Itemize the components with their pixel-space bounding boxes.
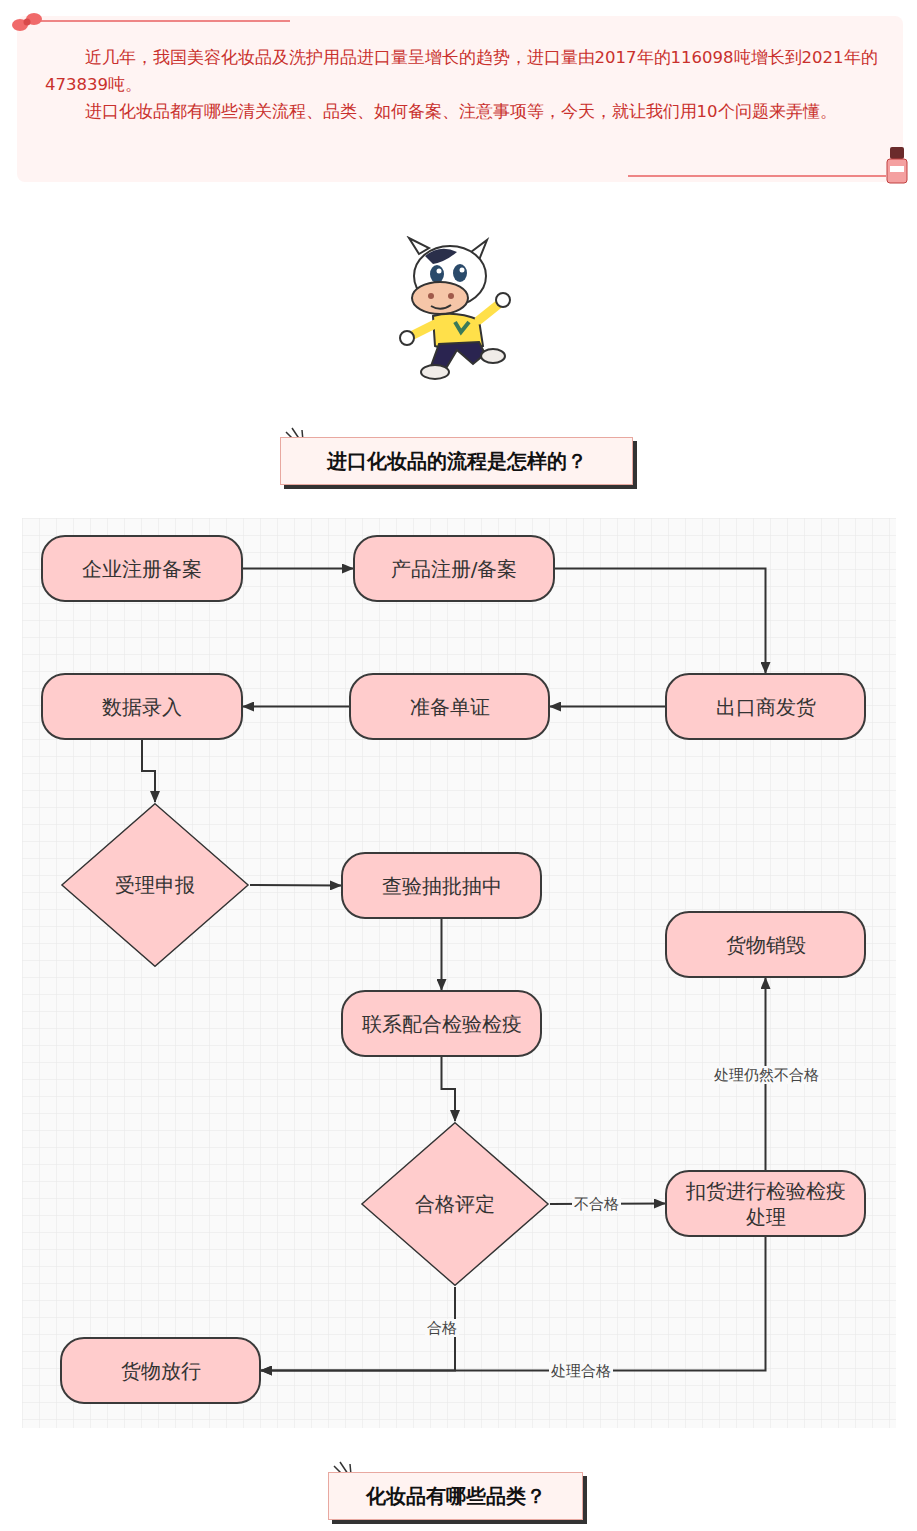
node-text: 企业注册备案 — [82, 556, 202, 582]
process-box: 联系配合检验检疫 — [341, 990, 542, 1057]
flow-arrow — [550, 706, 665, 708]
heading-text: 进口化妆品的流程是怎样的？ — [327, 448, 587, 474]
flow-arrow — [243, 568, 353, 570]
rule-line — [30, 20, 290, 22]
edge-label: 处理仍然不合格 — [712, 1066, 821, 1084]
node-text: 合格评定 — [415, 1191, 495, 1217]
decision-diamond: 合格评定 — [360, 1121, 550, 1287]
node-text: 扣货进行检验检疫处理 — [677, 1178, 854, 1230]
intro-ornaments — [0, 0, 917, 200]
flow-arrow — [142, 740, 155, 802]
section-heading: 化妆品有哪些品类？ — [328, 1472, 583, 1520]
process-box: 准备单证 — [349, 673, 550, 740]
flow-arrow — [243, 706, 349, 708]
rule-line — [628, 175, 886, 177]
process-box: 货物放行 — [60, 1337, 261, 1404]
intro-box: 近几年，我国美容化妆品及洗护用品进口量呈增长的趋势，进口量由2017年的1160… — [17, 16, 903, 182]
decision-diamond: 受理申报 — [60, 802, 250, 968]
node-text: 受理申报 — [115, 872, 195, 898]
edge-label: 合格 — [425, 1319, 459, 1337]
node-text: 货物销毁 — [726, 932, 806, 958]
process-box: 企业注册备案 — [41, 535, 243, 602]
flow-arrow — [250, 884, 341, 887]
node-text: 准备单证 — [410, 694, 490, 720]
flow-arrow — [261, 1237, 766, 1371]
flow-arrow — [442, 1057, 456, 1121]
flow-arrow — [555, 569, 766, 674]
edge-label: 不合格 — [572, 1195, 621, 1213]
process-box: 货物销毁 — [665, 911, 866, 978]
edge-label: 处理合格 — [549, 1362, 613, 1380]
node-text: 联系配合检验检疫 — [362, 1011, 522, 1037]
intro-paragraph: 进口化妆品都有哪些清关流程、品类、如何备案、注意事项等，今天，就让我们用10个问… — [45, 98, 883, 125]
mascot-illustration — [395, 236, 525, 386]
node-text: 产品注册/备案 — [391, 556, 518, 582]
node-text: 出口商发货 — [716, 694, 816, 720]
node-text: 查验抽批抽中 — [382, 873, 502, 899]
node-text: 货物放行 — [121, 1358, 201, 1384]
flow-arrow — [441, 919, 443, 990]
process-box: 数据录入 — [41, 673, 243, 740]
process-box: 产品注册/备案 — [353, 535, 555, 602]
node-text: 数据录入 — [102, 694, 182, 720]
process-box: 查验抽批抽中 — [341, 852, 542, 919]
section-heading: 进口化妆品的流程是怎样的？ — [280, 437, 633, 485]
bottle-icon — [887, 147, 907, 183]
heading-text: 化妆品有哪些品类？ — [366, 1483, 546, 1509]
intro-paragraph: 近几年，我国美容化妆品及洗护用品进口量呈增长的趋势，进口量由2017年的1160… — [45, 44, 883, 98]
process-box: 扣货进行检验检疫处理 — [665, 1170, 866, 1237]
process-box: 出口商发货 — [665, 673, 866, 740]
